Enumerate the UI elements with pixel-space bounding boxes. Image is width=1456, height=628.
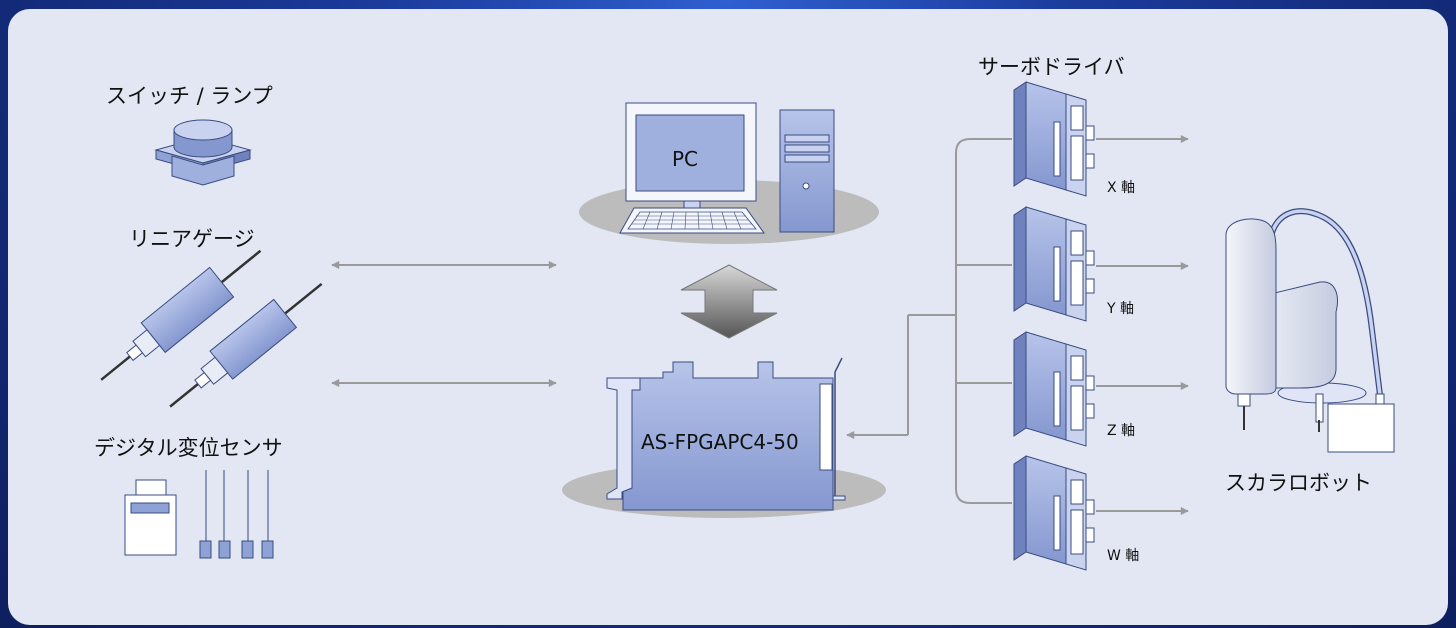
servo-driver-icon-z <box>1013 331 1095 447</box>
board-label: AS-FPGAPC4-50 <box>641 430 799 454</box>
axis-label-y: Y 軸 <box>1107 301 1135 317</box>
axis-label-w: W 軸 <box>1107 548 1140 564</box>
switch-lamp-label: スイッチ / ランプ <box>106 84 273 108</box>
axis-label-x: X 軸 <box>1107 180 1136 196</box>
scara-robot-icon <box>1225 208 1395 453</box>
servo-driver-icon-x <box>1013 81 1095 197</box>
digital-sensor-icon <box>124 470 274 559</box>
pc-board-double-arrow <box>680 264 778 339</box>
linear-gauge-label: リニアゲージ <box>129 227 255 251</box>
servo-driver-icon-w <box>1013 455 1095 571</box>
axis-label-z: Z 軸 <box>1107 423 1136 439</box>
servo-bus <box>907 138 1012 504</box>
servo-driver-icon-y <box>1013 206 1095 322</box>
pc-icon <box>579 102 879 244</box>
digital-sensor-label: デジタル変位センサ <box>94 436 283 460</box>
linear-gauge-icon <box>100 249 323 408</box>
fpga-board-icon <box>562 357 886 518</box>
servo-driver-label: サーボドライバ <box>978 55 1125 79</box>
switch-lamp-icon <box>154 119 252 186</box>
scara-robot-label: スカラロボット <box>1225 471 1372 495</box>
pc-label: PC <box>672 147 699 171</box>
